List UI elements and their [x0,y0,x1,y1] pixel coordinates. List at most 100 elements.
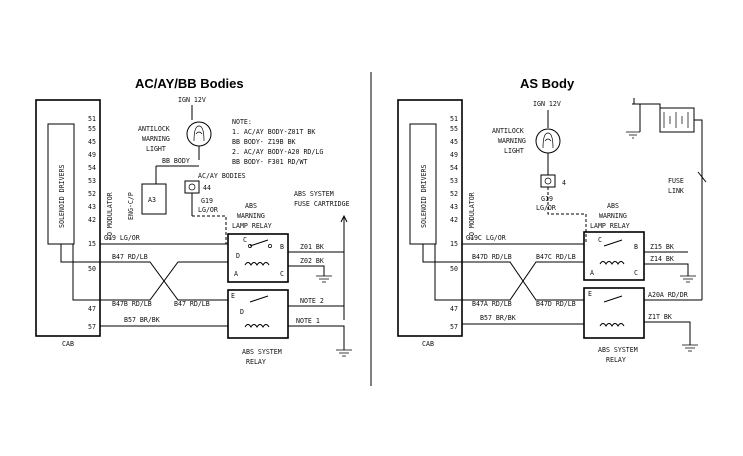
left-note1-wire [288,325,345,350]
right-title: AS Body [520,76,575,91]
left-pin: 43 [88,203,96,211]
right-g19-color: LG/OR [536,204,556,212]
right-b47c-label: B47C RD/LB [536,253,576,261]
left-pin: 49 [88,151,96,159]
right-b47d-label: B47D RD/LB [472,253,512,261]
left-relay-d: D [236,252,240,260]
left-z01-label: Z01 BK [300,243,324,251]
left-b47b-wire [100,261,228,301]
right-cab-label: CAB [422,340,434,348]
right-lamp-bulb-icon [535,128,561,154]
right-pin: 15 [450,240,458,248]
left-note-1: NOTE: [232,118,252,126]
right-battery-wire [640,103,703,200]
left-pin: 15 [88,240,96,248]
left-acay-label: AC/AY BODIES [198,172,246,180]
right-pin: 47 [450,305,458,313]
left-solenoid-label: SOLENOID DRIVERS [58,164,66,228]
left-cab-box [35,99,101,337]
left-relay-a: A [234,270,238,278]
left-engcp-label: ENG-C/P [127,192,135,220]
right-relay-a: A [590,269,594,277]
right-ground-icon-2 [682,344,698,352]
left-relay-contact [248,244,252,248]
right-battery-lead [632,98,641,132]
left-pin: 42 [88,216,96,224]
left-cab-label: CAB [62,340,74,348]
right-sys-coil [599,323,625,327]
right-z15-label: Z15 BK [650,243,674,251]
right-pin: 42 [450,216,458,224]
right-b47a-label: B47A RD/LB [472,300,512,308]
left-solenoid-lead [60,244,100,263]
right-b47d2-label: B47D RD/LB [536,300,576,308]
left-lamp-filament-icon [193,125,205,142]
right-pin: 51 [450,115,458,123]
left-sys-coil [244,324,270,328]
right-warn-relay-1: ABS [607,202,619,210]
left-warn-relay-2: WARNING [237,212,265,220]
right-b47a-wire [462,261,584,301]
left-ground-icon [316,275,332,283]
left-a3-label: A3 [148,196,156,204]
left-solenoid-lead-2 [72,244,100,301]
right-relay-cc: C [634,269,638,277]
left-warn-relay-box [227,233,289,283]
left-b57-label: B57 BR/BK [124,316,160,324]
right-ground-icon-top [626,131,640,139]
left-lamp-label-2: WARNING [142,135,170,143]
right-fuse-link-2: LINK [668,187,684,195]
right-b57-label: B57 BR/BK [480,314,516,322]
right-sys-e: E [588,290,592,298]
right-g19-pin-icon [544,177,552,185]
left-z02-wire [288,265,325,276]
left-pin: 51 [88,115,96,123]
left-relay-cc: C [280,270,284,278]
right-z1t-label: Z1T BK [648,313,672,321]
right-solenoid-lead-2 [434,244,462,301]
right-lamp-filament-icon [542,132,554,149]
right-cab-pins: 51 55 45 49 54 53 52 43 42 15 50 47 57 [450,115,458,331]
left-z02-label: Z02 BK [300,257,324,265]
right-pin: 45 [450,138,458,146]
left-title: AC/AY/BB Bodies [135,76,244,91]
right-battery-cells-icon [663,112,689,128]
right-relay-coil [599,261,625,265]
left-pin: 53 [88,177,96,185]
right-g19c-label: G19C LG/OR [466,234,506,242]
left-bb-body-label: BB BODY [162,157,190,165]
right-pin: 57 [450,323,458,331]
right-sys-relay-1: ABS SYSTEM [598,346,638,354]
left-g19-name: G19 [201,197,213,205]
right-lamp-label-2: WARNING [498,137,526,145]
left-g19-color: LG/OR [198,206,218,214]
right-z14-label: Z14 BK [650,255,674,263]
right-warn-relay-3: LAMP RELAY [590,222,630,230]
right-modulator-label: TO MODULATOR [468,192,476,240]
left-b47b-label: B47B RD/LB [112,300,152,308]
right-solenoid-lead [422,244,462,263]
left-g19-connector-icon [184,180,200,194]
left-cab-pins: 51 55 45 49 54 53 52 43 42 15 50 47 57 [88,115,96,331]
left-relay-coil [244,262,270,266]
left-pin44-label: 44 [203,184,211,192]
right-pin: 54 [450,164,458,172]
left-g19-dashed [192,215,227,244]
right-a20a-label: A20A RD/DR [648,291,688,299]
right-g19-connector-icon [540,174,556,188]
right-relay-b: B [634,243,638,251]
left-lamp-label-1: ANTILOCK [138,125,170,133]
left-note-5: BB BODY- F301 RD/WT [232,158,307,166]
right-lamp-label-3: LIGHT [504,147,524,155]
left-note-2: 1. AC/AY BODY-Z01T BK [232,128,315,136]
right-g19-name: G19 [541,195,553,203]
left-relay-b: B [280,243,284,251]
left-fuse-label-1: ABS SYSTEM [294,190,334,198]
right-pin: 52 [450,190,458,198]
left-lamp-label-3: LIGHT [146,145,166,153]
right-pin4-label: 4 [562,179,566,187]
left-b47b-label-2: B47 RD/LB [174,300,210,308]
left-note-3: BB BODY- Z19B BK [232,138,296,146]
right-relay-switch [603,239,623,247]
